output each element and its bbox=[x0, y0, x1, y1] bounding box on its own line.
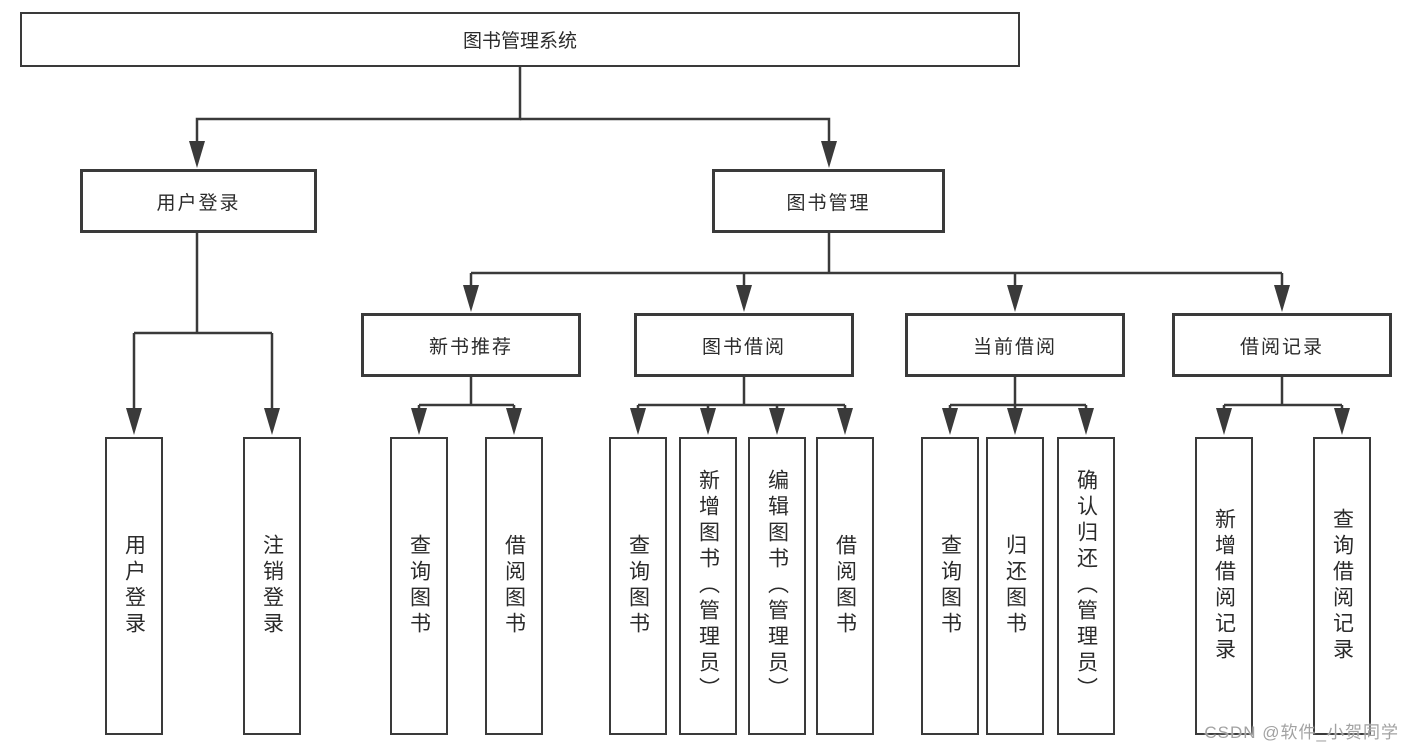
leaf-borrow-query-books-label: 查询图书 bbox=[626, 534, 650, 638]
leaf-current-query-books-label: 查询图书 bbox=[938, 534, 962, 638]
leaf-borrow-books: 借阅图书 bbox=[816, 437, 874, 735]
node-borrow-records-label: 借阅记录 bbox=[1239, 336, 1324, 358]
leaf-add-borrow-record: 新增借阅记录 bbox=[1195, 437, 1253, 735]
leaf-confirm-return-admin-label: 确认归还（管理员） bbox=[1074, 469, 1098, 703]
leaf-return-books: 归还图书 bbox=[986, 437, 1044, 735]
leaf-query-borrow-record: 查询借阅记录 bbox=[1313, 437, 1371, 735]
leaf-edit-books-admin: 编辑图书（管理员） bbox=[748, 437, 806, 735]
leaf-add-books-admin-label: 新增图书（管理员） bbox=[696, 469, 720, 703]
node-book-borrow-label: 图书借阅 bbox=[701, 336, 786, 358]
leaf-add-books-admin: 新增图书（管理员） bbox=[679, 437, 737, 735]
node-new-book-recommend: 新书推荐 bbox=[361, 313, 581, 377]
leaf-recommend-borrow-books: 借阅图书 bbox=[485, 437, 543, 735]
leaf-return-books-label: 归还图书 bbox=[1003, 534, 1027, 638]
node-book-management: 图书管理 bbox=[712, 169, 945, 233]
node-root-label: 图书管理系统 bbox=[462, 31, 577, 52]
leaf-borrow-query-books: 查询图书 bbox=[609, 437, 667, 735]
node-user-login-label: 用户登录 bbox=[156, 192, 241, 214]
leaf-logout-label: 注销登录 bbox=[260, 534, 284, 638]
leaf-borrow-books-label: 借阅图书 bbox=[833, 534, 857, 638]
leaf-query-borrow-record-label: 查询借阅记录 bbox=[1330, 508, 1354, 664]
node-book-borrow: 图书借阅 bbox=[634, 313, 854, 377]
leaf-recommend-borrow-books-label: 借阅图书 bbox=[502, 534, 526, 638]
node-current-borrow-label: 当前借阅 bbox=[972, 336, 1057, 358]
leaf-current-query-books: 查询图书 bbox=[921, 437, 979, 735]
leaf-user-login-label: 用户登录 bbox=[122, 534, 146, 638]
leaf-logout: 注销登录 bbox=[243, 437, 301, 735]
node-current-borrow: 当前借阅 bbox=[905, 313, 1125, 377]
node-user-login: 用户登录 bbox=[80, 169, 317, 233]
leaf-edit-books-admin-label: 编辑图书（管理员） bbox=[765, 469, 789, 703]
node-book-management-label: 图书管理 bbox=[786, 192, 871, 214]
leaf-add-borrow-record-label: 新增借阅记录 bbox=[1212, 508, 1236, 664]
leaf-recommend-query-books-label: 查询图书 bbox=[407, 534, 431, 638]
csdn-watermark: CSDN @软件_小贺同学 bbox=[1204, 723, 1399, 742]
leaf-confirm-return-admin: 确认归还（管理员） bbox=[1057, 437, 1115, 735]
node-new-book-recommend-label: 新书推荐 bbox=[428, 336, 513, 358]
arrowhead-icons bbox=[126, 141, 1350, 435]
node-borrow-records: 借阅记录 bbox=[1172, 313, 1392, 377]
node-root-system: 图书管理系统 bbox=[20, 12, 1020, 67]
leaf-recommend-query-books: 查询图书 bbox=[390, 437, 448, 735]
leaf-user-login: 用户登录 bbox=[105, 437, 163, 735]
